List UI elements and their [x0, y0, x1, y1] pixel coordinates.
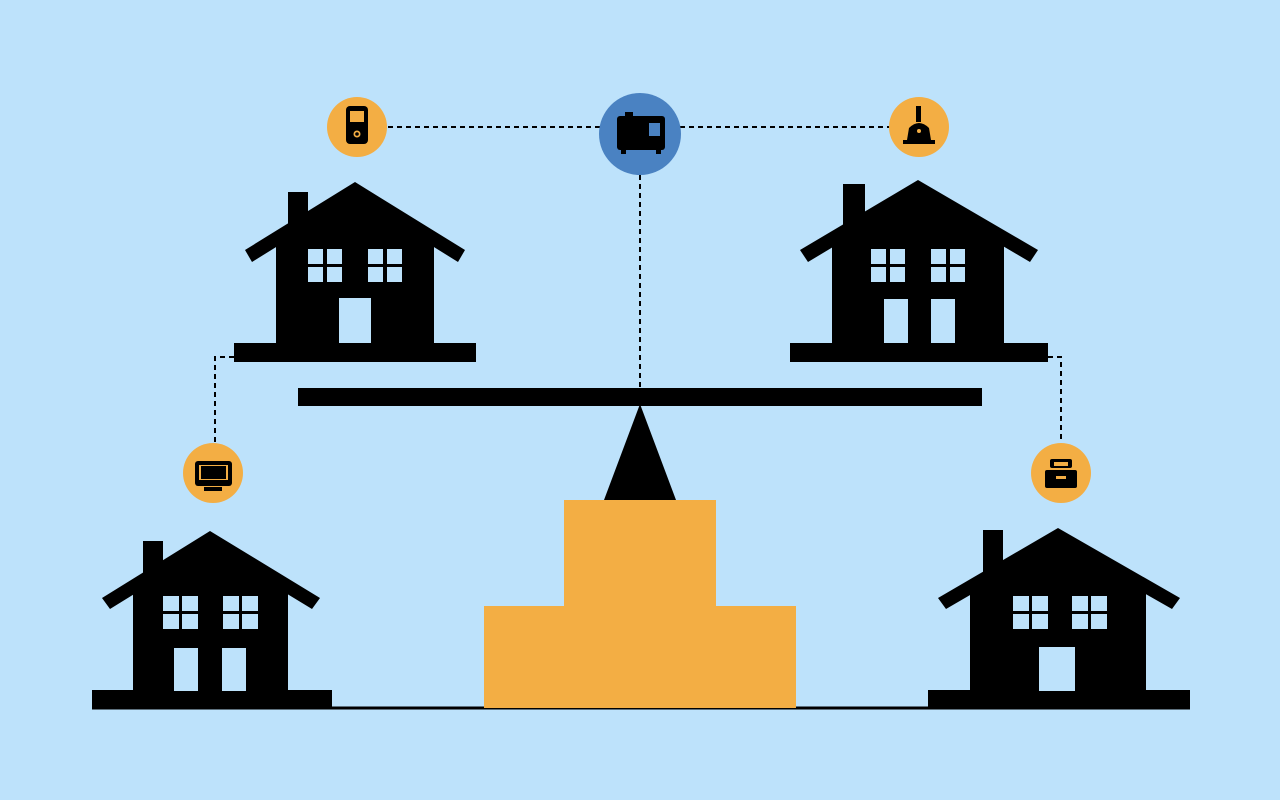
- house-top-left: [234, 182, 476, 362]
- toolbox-icon: [1045, 459, 1077, 488]
- house-top-right: [790, 180, 1048, 362]
- phone-icon: [346, 106, 368, 144]
- pedestal-base-block: [484, 606, 796, 708]
- badge-left: [183, 443, 243, 503]
- house-bottom-left: [92, 531, 332, 708]
- badge-center: [599, 93, 681, 175]
- monitor-icon: [195, 461, 232, 491]
- connector-right: [1048, 356, 1062, 443]
- house-bottom-right: [928, 528, 1190, 708]
- badge-top-right: [889, 97, 949, 157]
- connectors: [214, 126, 1062, 443]
- pedestal: [484, 500, 796, 708]
- pedestal-top-block: [564, 500, 716, 610]
- badge-top-left: [327, 97, 387, 157]
- connector-left: [214, 356, 234, 443]
- balance-beam: [298, 388, 982, 406]
- badge-right: [1031, 443, 1091, 503]
- bell-icon: [903, 106, 935, 144]
- appliance-icon: [617, 112, 665, 154]
- fulcrum: [604, 404, 676, 500]
